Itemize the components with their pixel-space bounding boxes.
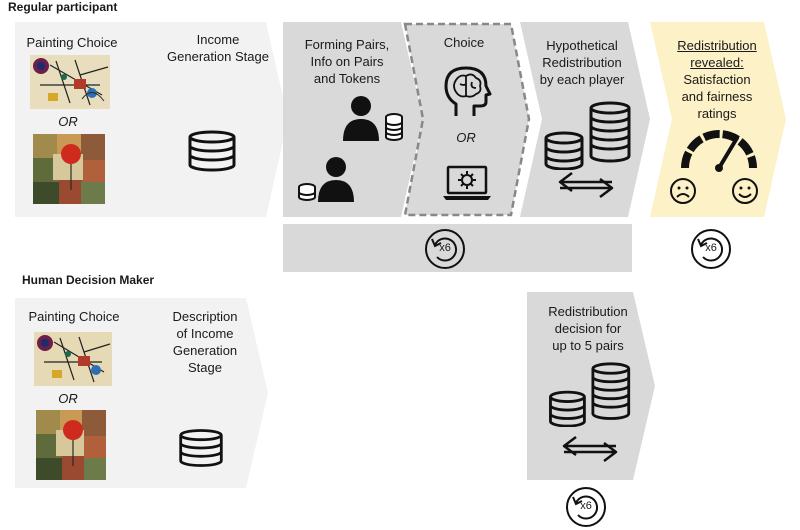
or-label: OR	[58, 114, 78, 129]
chevron-forming-pairs	[283, 22, 423, 217]
chevron-income-generation	[140, 22, 288, 217]
redistribution-revealed-label: Redistribution revealed: Satisfaction an…	[677, 38, 757, 121]
chevron-redistribution-revealed	[650, 22, 786, 217]
chevron-hdm-description	[140, 298, 268, 488]
hdm-repeat-icon: x6	[565, 486, 607, 528]
happy-face-icon	[732, 178, 758, 204]
chevron-choice	[403, 22, 531, 217]
hdm-kandinsky-painting-image	[34, 332, 112, 386]
person-with-tokens-icon	[343, 96, 403, 141]
hdm-klee-painting-image	[36, 410, 106, 480]
painting-choice-label: Painting Choice	[26, 35, 118, 50]
klee-painting-image	[33, 134, 105, 204]
hdm-decision-label: Redistribution decision for up to 5 pair…	[548, 304, 628, 353]
hdm-double-arrow-icon	[562, 436, 618, 462]
hdm-repeat-count-label: x6	[580, 500, 592, 512]
person-few-tokens-icon	[298, 157, 354, 202]
chevron-hdm-decision	[527, 292, 655, 480]
gauge-icon	[681, 130, 757, 172]
or-label-choice: OR	[456, 130, 476, 145]
kandinsky-painting-image	[30, 55, 110, 109]
hdm-or-label: OR	[58, 391, 78, 406]
section-title-regular: Regular participant	[8, 0, 118, 14]
hypothetical-label: Hypothetical Redistribution by each play…	[539, 38, 625, 87]
coin-stack-icon	[188, 130, 236, 172]
hdm-coin-stack-icon	[179, 429, 223, 467]
hdm-two-coin-stacks-icon	[549, 362, 631, 427]
section-title-hdm: Human Decision Maker	[22, 273, 155, 287]
laptop-gear-icon	[443, 165, 491, 200]
double-arrow-icon	[558, 172, 614, 198]
hdm-description-label: Description of Income Generation Stage	[172, 309, 238, 375]
forming-pairs-label: Forming Pairs, Info on Pairs and Tokens	[304, 37, 390, 86]
repeat-count-label-right: x6	[705, 242, 717, 254]
choice-label: Choice	[443, 35, 485, 50]
sad-face-icon	[670, 178, 696, 204]
brain-head-icon	[444, 66, 492, 116]
income-stage-label: Income Generation Stage	[167, 32, 269, 64]
two-coin-stacks-icon	[544, 101, 631, 170]
hdm-painting-choice-label: Painting Choice	[28, 309, 120, 324]
repeat-icon: x6	[424, 228, 466, 270]
repeat-count-label: x6	[439, 242, 451, 254]
repeat-icon-right: x6	[690, 228, 732, 270]
